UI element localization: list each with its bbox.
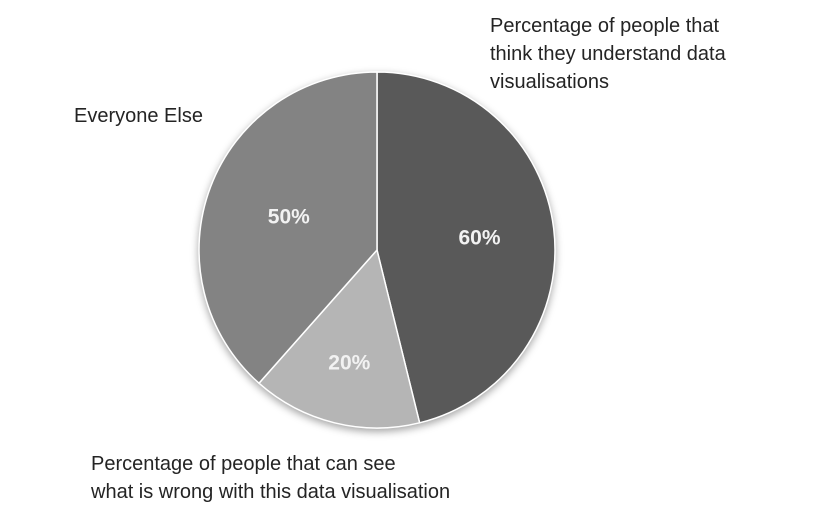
annotation-everyone-else: Everyone Else: [74, 105, 203, 127]
slice-label-50%: 50%: [268, 206, 310, 229]
slice-label-60%: 60%: [458, 227, 500, 250]
pie-chart: 60% 20% 50%: [198, 71, 556, 429]
slice-label-20%: 20%: [328, 351, 370, 374]
annotation-can-see-wrong: Percentage of people that can see what i…: [91, 453, 451, 503]
pie-slice-50%: [198, 71, 378, 384]
pie-slice-60%: [376, 71, 556, 424]
pie-slice-20%: [258, 249, 421, 429]
annotation-think-they-understand: Percentage of people that think they und…: [490, 15, 726, 93]
